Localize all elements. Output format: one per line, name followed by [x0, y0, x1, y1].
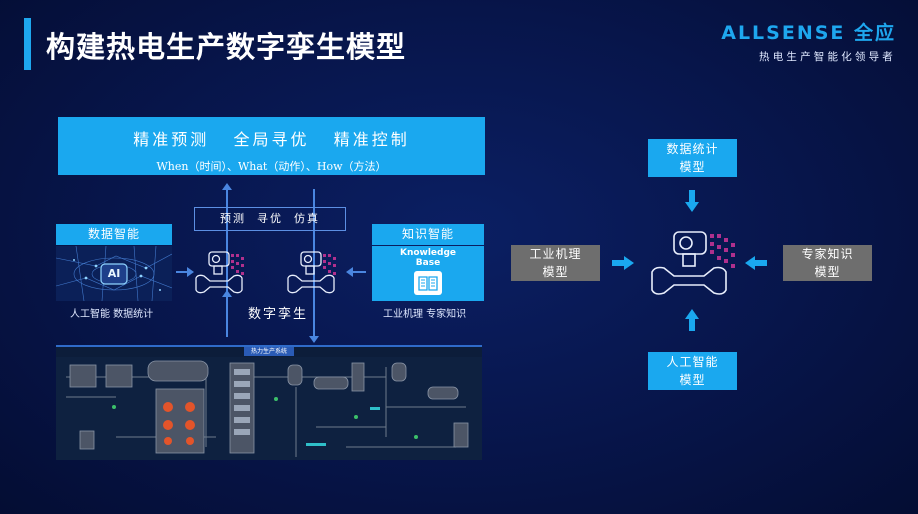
banner-heading: 精准预测 全局寻优 精准控制 [133, 130, 410, 149]
page-title: 构建热电生产数字孪生模型 [46, 30, 407, 64]
up-arrow-left [223, 183, 231, 299]
arrow-right-icon [612, 256, 634, 270]
flowmeter-icon [287, 251, 336, 294]
title-accent-bar [24, 18, 31, 70]
industrial-mechanism-model-box: 工业机理 模型 [511, 245, 600, 281]
arrow-into-twin-right [346, 267, 366, 277]
simulation-label: 预测 寻优 仿真 [194, 207, 346, 231]
book-icon [414, 271, 442, 295]
plant-scada-screenshot: 热力生产系统 [56, 345, 482, 460]
flowmeter-icon [651, 231, 735, 295]
arrow-left-icon [745, 256, 767, 270]
expert-knowledge-model-box: 专家知识 模型 [783, 245, 872, 281]
city-network-image: AI [56, 246, 172, 301]
scada-title: 热力生产系统 [244, 347, 294, 356]
data-intelligence-label: 数据智能 [56, 224, 172, 245]
ai-badge: AI [107, 267, 121, 280]
brand-name: ALLSENSE 全应 [721, 22, 896, 44]
kb-text-knowledge: Knowledge [399, 248, 457, 258]
goal-banner: 精准预测 全局寻优 精准控制 When（时间）、What（动作）、How（方法） [58, 117, 485, 175]
arrow-down-icon [685, 190, 699, 212]
scada-graphic [56, 357, 482, 460]
city-network-graphic [56, 246, 172, 301]
flowmeter-icon [195, 251, 244, 294]
digital-twin-label: 数字孪生 [248, 307, 309, 322]
left-caption: 人工智能 数据统计 [70, 309, 154, 320]
data-statistics-model-box: 数据统计 模型 [648, 139, 737, 177]
right-caption: 工业机理 专家知识 [383, 309, 467, 320]
banner-subtitle: When（时间）、What（动作）、How（方法） [156, 160, 387, 173]
brand-tagline: 热电生产智能化领导者 [759, 51, 896, 63]
down-arrow-right [310, 189, 318, 343]
knowledge-intelligence-label: 知识智能 [372, 224, 484, 245]
kb-text-base: Base [415, 258, 441, 268]
arrow-up-icon [685, 309, 699, 331]
brand-logo: ALLSENSE 全应 热电生产智能化领导者 [721, 18, 896, 64]
arrow-into-twin-left [176, 267, 194, 277]
up-arrow-left-lower [223, 290, 231, 337]
knowledge-base-panel: Knowledge Base [372, 246, 484, 301]
ai-model-box: 人工智能 模型 [648, 352, 737, 390]
